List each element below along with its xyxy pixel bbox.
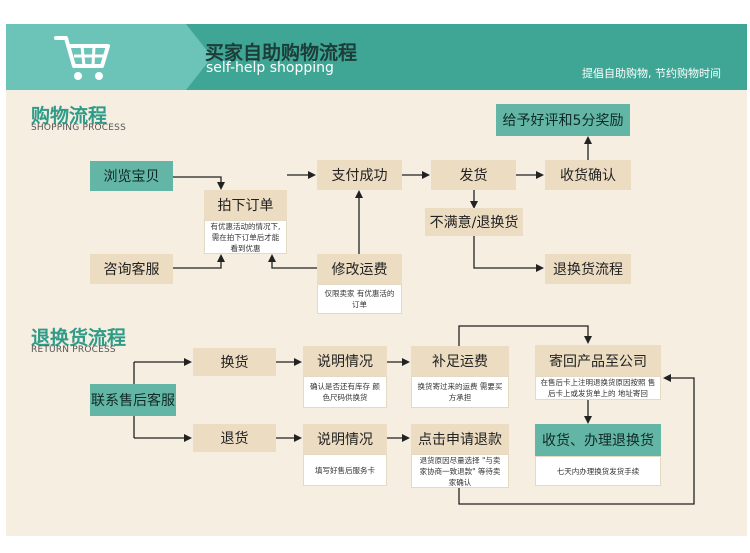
return-section-subtitle: RETURN PROCESS [31,345,116,355]
exchange-box: 换货 [193,348,276,376]
explain-situation-refund-note: 填写好售后服务卡 [303,454,387,486]
explain-situation-exchange-box: 说明情况 [303,346,387,376]
place-order-note: 有优惠活动的情况下, 需在拍下订单后才能看到优惠 [204,220,287,254]
unsatisfied-return-box: 不满意/退换货 [425,208,523,236]
confirm-receipt-box: 收货确认 [545,160,631,190]
receive-process-return-box: 收货、办理退换货 [535,424,661,456]
header-slogan: 提倡自助购物, 节约购物时间 [582,67,721,80]
contact-after-sales-box: 联系售后客服 [90,384,176,416]
send-back-product-note: 在售后卡上注明退换货原因按照 售后卡上或发货单上的 地址寄回 [535,376,661,400]
shopping-cart-icon [54,36,110,80]
shopping-section-title: 购物流程 [31,105,108,127]
ship-goods-box: 发货 [431,160,516,190]
modify-shipping-note: 仅限卖家 有优惠活的订单 [317,284,402,314]
return-process-box: 退换货流程 [545,254,631,284]
header-arrow-shape [186,24,212,90]
modify-shipping-box: 修改运费 [317,254,402,284]
payment-success-box: 支付成功 [317,160,402,190]
explain-situation-exchange-note: 确认是否还有库存 颜色尺码供换货 [303,376,387,408]
page-title: 买家自助购物流程 [205,42,358,64]
consult-service-box: 咨询客服 [90,254,173,284]
pay-extra-shipping-box: 补足运费 [411,346,509,376]
good-review-box: 给予好评和5分奖励 [496,104,630,136]
place-order-box: 拍下订单 [204,190,287,220]
browse-item-box: 浏览宝贝 [90,161,173,191]
refund-box: 退货 [193,424,276,452]
pay-extra-shipping-note: 换货寄过来的运费 需要买方承担 [411,376,509,408]
send-back-product-box: 寄回产品至公司 [535,345,661,376]
apply-refund-note: 退货原因尽量选择 "与卖家协商一致退款" 等待卖家确认 [411,454,509,488]
explain-situation-refund-box: 说明情况 [303,424,387,454]
apply-refund-box: 点击申请退款 [411,424,509,454]
shopping-section-subtitle: SHOPPING PROCESS [31,123,127,133]
page-subtitle: self-help shopping [206,60,334,76]
receive-process-return-note: 七天内办理换货发货手续 [535,456,661,486]
return-section-title: 退换货流程 [31,327,127,349]
